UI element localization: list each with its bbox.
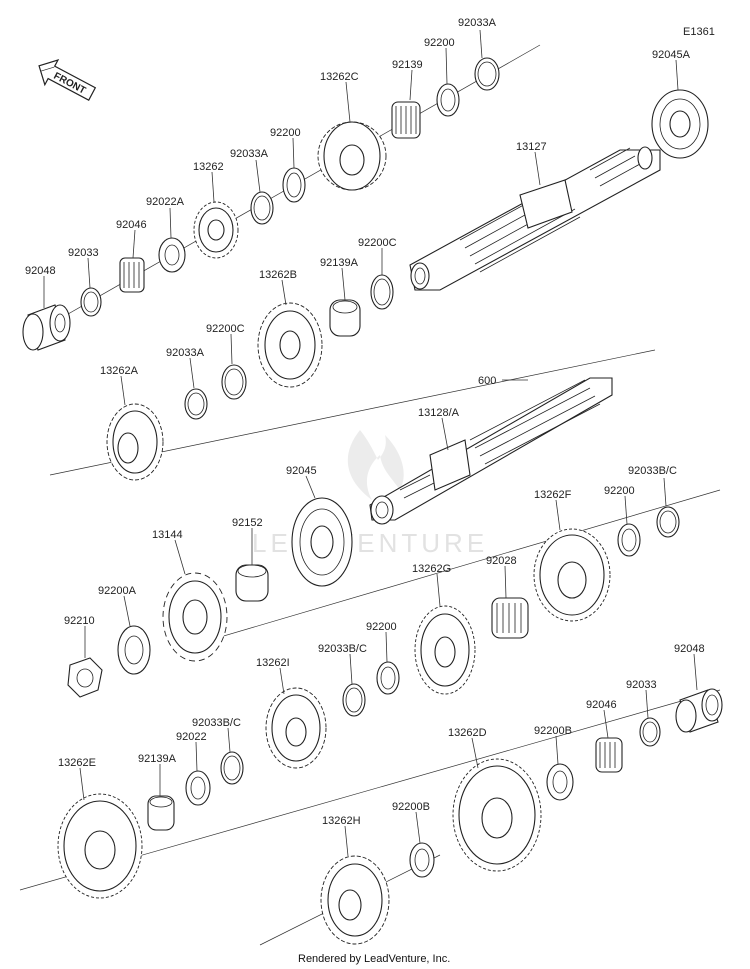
callout-lines: [43, 29, 698, 857]
label-92048-r: 92048: [674, 643, 705, 655]
label-13262B: 13262B: [259, 269, 297, 281]
gear-13262E: [57, 793, 143, 899]
label-92033BC-r: 92033B/C: [628, 465, 677, 477]
circlip-92033BC-m: [342, 683, 366, 717]
sprocket-13144: [162, 572, 228, 662]
diagram-ref: E1361: [683, 26, 715, 38]
label-92200C-top: 92200C: [358, 237, 397, 249]
needle-bearing-92028: [491, 597, 529, 639]
label-92022: 92022: [176, 731, 207, 743]
gear-13262G: [414, 605, 476, 695]
gear-13262H: [320, 855, 390, 945]
credit-text: Rendered by LeadVenture, Inc.: [298, 953, 450, 965]
circlip-92200-mid: [282, 167, 306, 203]
label-92200-r: 92200: [604, 485, 635, 497]
label-92200A: 92200A: [98, 585, 137, 597]
gear-13262F: [533, 528, 611, 622]
circlip-92200C-top: [370, 274, 394, 310]
needle-bearing-92139: [391, 101, 421, 139]
label-92033-top: 92033: [68, 247, 99, 259]
label-92139A-top: 92139A: [320, 257, 359, 269]
label-92022A: 92022A: [146, 196, 185, 208]
circlip-92033BC-r: [656, 506, 680, 538]
label-92048-top: 92048: [25, 265, 56, 277]
label-13262A: 13262A: [100, 365, 139, 377]
washer-92200B-l: [409, 842, 435, 878]
collar-92139A-low: [147, 795, 175, 831]
label-92045: 92045: [286, 465, 317, 477]
needle-bearing-92046-top: [119, 257, 145, 293]
label-92210: 92210: [64, 615, 95, 627]
label-92046-r: 92046: [586, 699, 617, 711]
washer-92200-m: [376, 661, 400, 695]
collar-92048-r: [675, 688, 723, 733]
label-13262E: 13262E: [58, 757, 96, 769]
label-600: 600: [478, 375, 496, 387]
circlip-92033A-low: [184, 388, 208, 420]
gear-13262: [193, 201, 239, 259]
circlip-92033BC-l: [220, 751, 244, 785]
label-13262I: 13262I: [256, 657, 290, 669]
label-92139A-low: 92139A: [138, 753, 177, 765]
washer-92022A: [158, 237, 186, 273]
circlip-92200C-mid: [221, 364, 247, 400]
label-92028: 92028: [486, 555, 517, 567]
input-shaft-13128: [369, 377, 613, 525]
label-13262C: 13262C: [320, 71, 359, 83]
gear-13262C: [317, 121, 387, 191]
front-arrow-icon: FRONT: [38, 59, 97, 101]
label-13262: 13262: [193, 161, 224, 173]
watermark: LEADVENTURE: [252, 430, 488, 558]
washer-92022: [185, 770, 211, 806]
label-13127: 13127: [516, 141, 547, 153]
label-92045A: 92045A: [652, 49, 691, 61]
label-92033A-mid: 92033A: [230, 148, 269, 160]
label-92033A-low: 92033A: [166, 347, 205, 359]
collar-92152: [235, 564, 269, 602]
circlip-92033-top: [80, 287, 102, 317]
label-13262F: 13262F: [534, 489, 572, 501]
part-labels: 92033A 92200 92139 13262C 92045A 13127 9…: [25, 17, 705, 827]
label-13128A: 13128/A: [418, 407, 460, 419]
label-92033-r: 92033: [626, 679, 657, 691]
gear-13262D: [452, 758, 542, 872]
label-92200-m: 92200: [366, 621, 397, 633]
nut-92210: [67, 657, 103, 698]
washer-92200-top: [436, 83, 460, 117]
washer-92200B-r: [546, 763, 574, 801]
label-92200C-mid: 92200C: [206, 323, 245, 335]
watermark-text: LEADVENTURE: [252, 528, 488, 558]
collar-92139A-top: [329, 299, 361, 337]
bearing-92045: [291, 497, 353, 587]
label-13262H: 13262H: [322, 815, 361, 827]
label-13262G: 13262G: [412, 563, 451, 575]
label-13144: 13144: [152, 529, 183, 541]
label-13262D: 13262D: [448, 727, 487, 739]
label-92046-top: 92046: [116, 219, 147, 231]
label-92200B-l: 92200B: [392, 801, 430, 813]
label-92033BC-m: 92033B/C: [318, 643, 367, 655]
label-92139-top: 92139: [392, 59, 423, 71]
circlip-92033A-mid: [250, 191, 274, 225]
label-92152: 92152: [232, 517, 263, 529]
label-92033A-top: 92033A: [458, 17, 497, 29]
gear-13262I: [265, 687, 327, 769]
needle-bearing-92046-r: [595, 737, 623, 773]
label-92200-mid: 92200: [270, 127, 301, 139]
circlip-92033A-top: [474, 57, 500, 91]
washer-92200-r: [617, 523, 641, 557]
output-shaft-13127: [409, 146, 661, 291]
label-92033BC-l: 92033B/C: [192, 717, 241, 729]
gear-13262B: [257, 302, 323, 388]
label-92200B-r: 92200B: [534, 725, 572, 737]
gear-13262A: [106, 403, 164, 481]
lock-washer-92200A: [117, 625, 151, 675]
collar-92048-top: [22, 304, 71, 351]
label-92200-top: 92200: [424, 37, 455, 49]
circlip-92033-r: [639, 717, 661, 747]
bearing-92045A: [651, 89, 709, 159]
